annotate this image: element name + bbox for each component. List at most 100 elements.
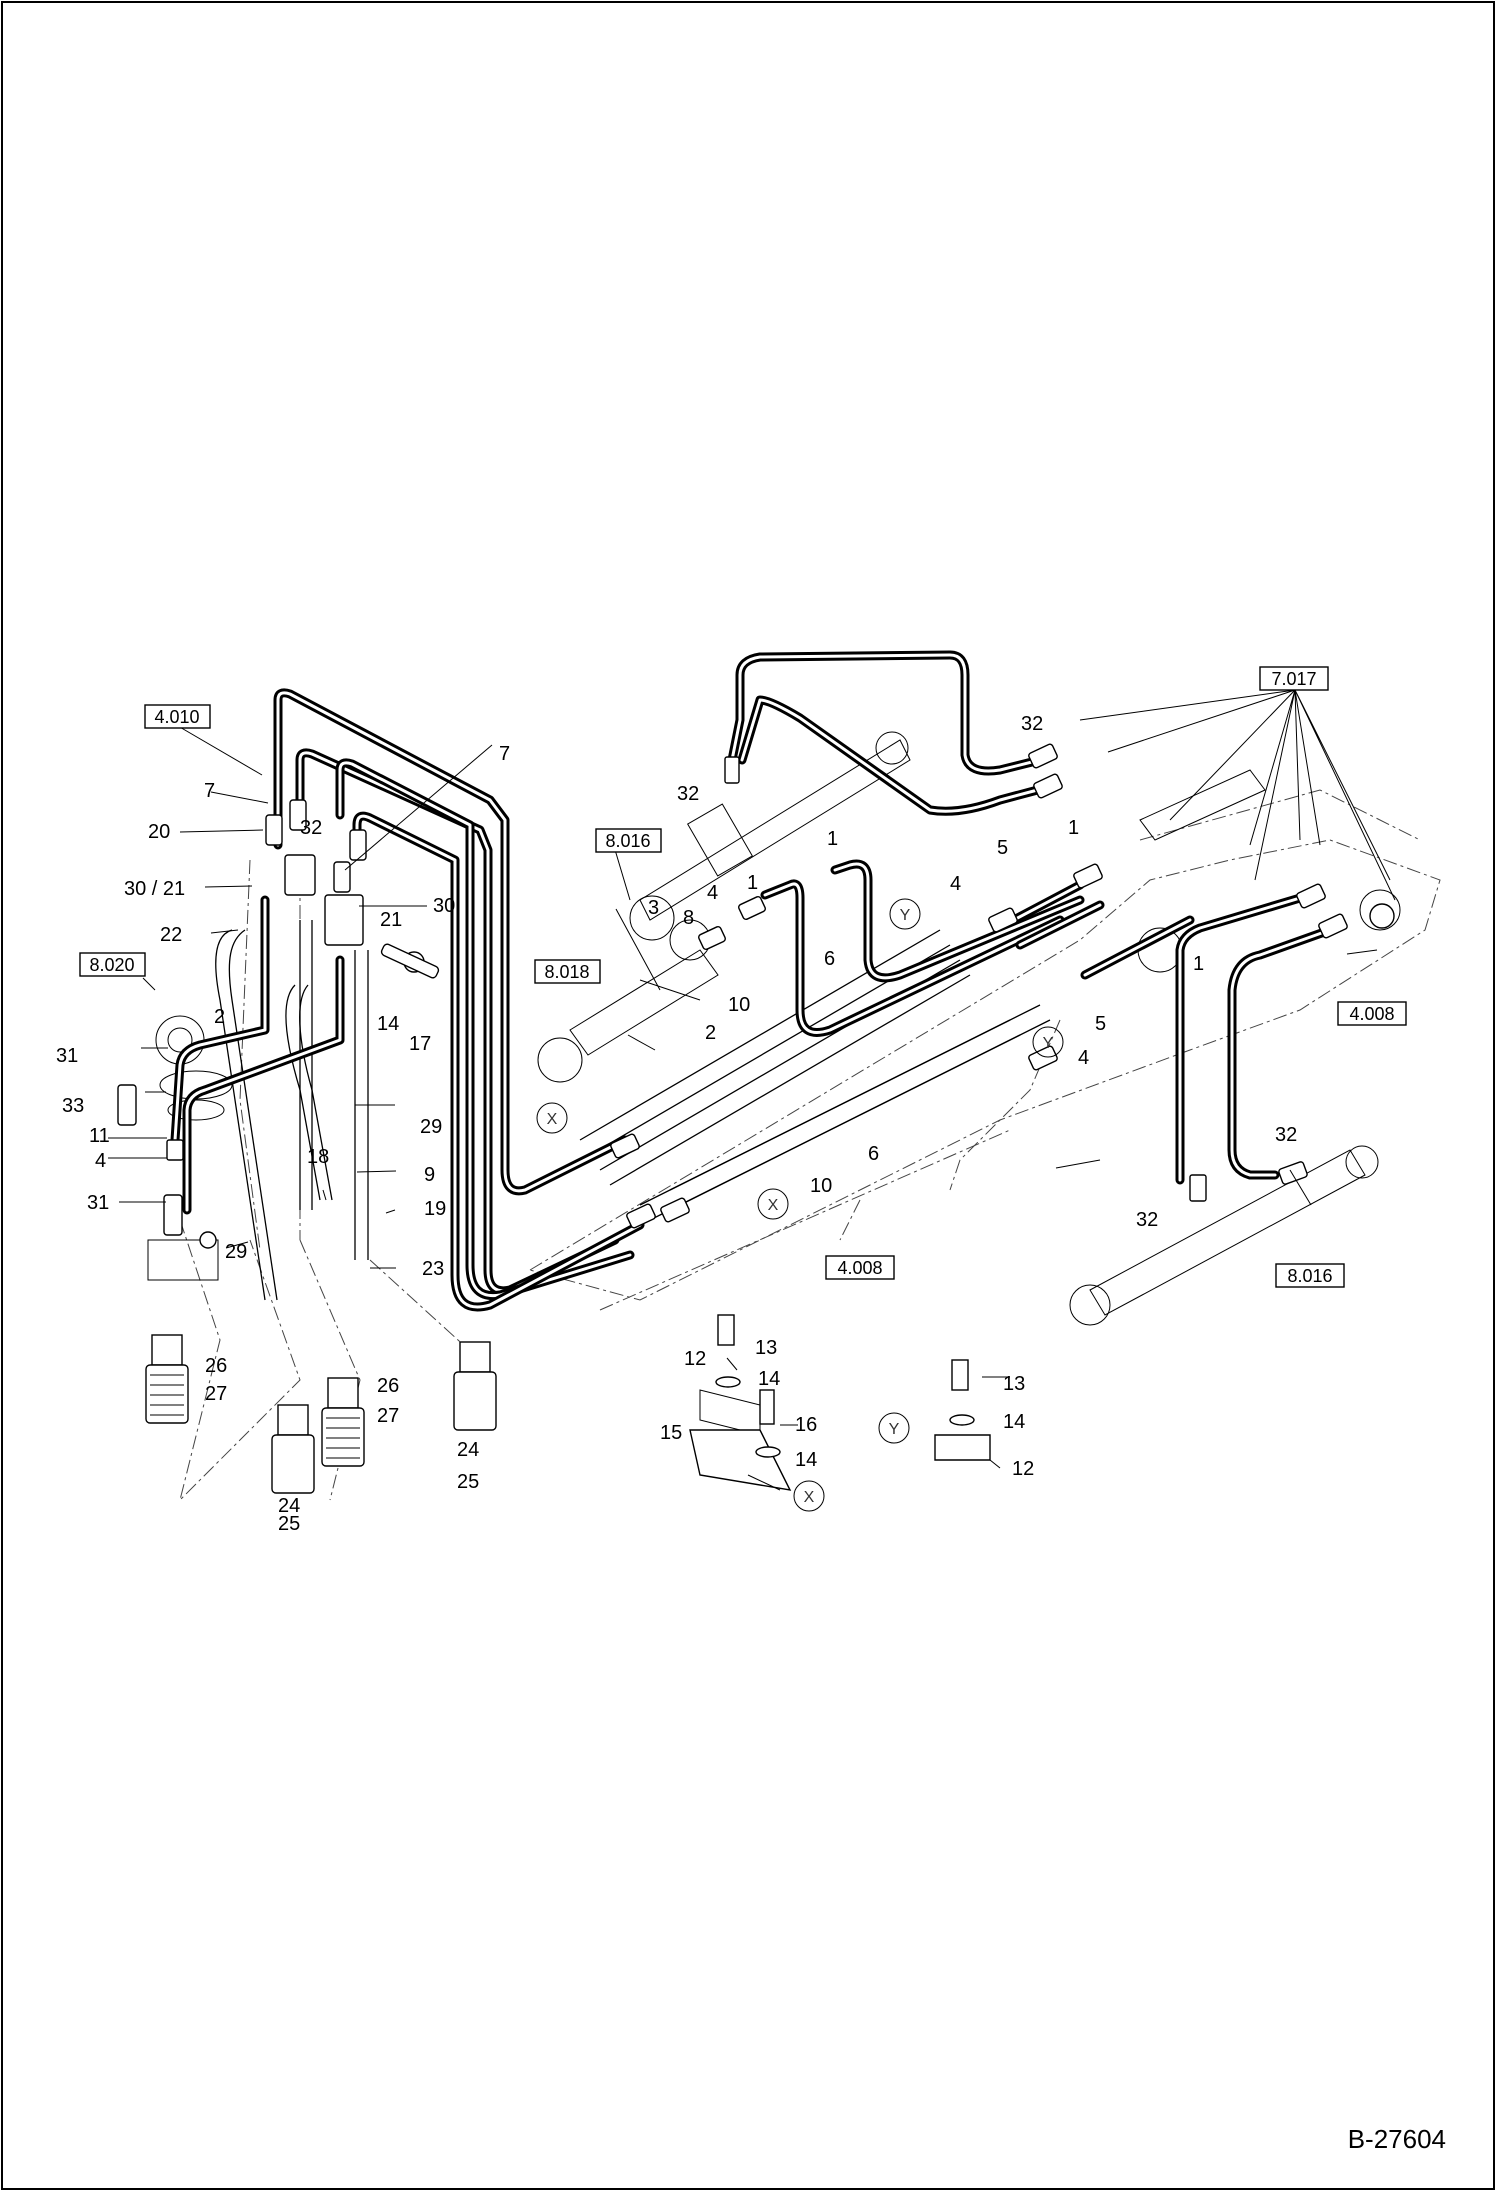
clamp-y	[934, 1359, 991, 1461]
callout: 14	[758, 1368, 780, 1390]
callout: 10	[810, 1175, 832, 1197]
coupling-4	[453, 1341, 497, 1431]
callout: 14	[1003, 1411, 1025, 1433]
cylinder-right-upper	[1137, 769, 1401, 973]
leader-lines	[108, 689, 1396, 1491]
callout: 23	[422, 1258, 444, 1280]
marker-y-1: Y	[900, 907, 911, 924]
ref-box-4010: 4.010	[144, 704, 211, 729]
ref-8018-text: 8.018	[544, 962, 589, 982]
hose-long-4	[352, 811, 645, 1312]
callout: 7	[499, 743, 510, 765]
cylinder-mid	[537, 919, 719, 1083]
ref-box-8016-top: 8.016	[595, 828, 662, 853]
callout: 25	[457, 1471, 479, 1493]
callout: 4	[950, 873, 961, 895]
callout: 8	[683, 907, 694, 929]
callout: 7	[204, 780, 215, 802]
callout: 4	[707, 882, 718, 904]
ref-box-4008-lower: 4.008	[825, 1255, 895, 1280]
clamp-x	[689, 1314, 792, 1491]
ref-box-8020: 8.020	[79, 952, 146, 977]
callout: 13	[755, 1337, 777, 1359]
marker-x-2: X	[768, 1197, 779, 1214]
callout: 24	[278, 1495, 300, 1517]
callout: 1	[1068, 817, 1079, 839]
callout: 22	[160, 924, 182, 946]
callout: 5	[1095, 1013, 1106, 1035]
marker-x-3: X	[804, 1489, 815, 1506]
ref-7017-text: 7.017	[1271, 669, 1316, 689]
hose-long-loop	[273, 688, 630, 1196]
callout: 1	[1193, 953, 1204, 975]
ref-8016-top-text: 8.016	[605, 831, 650, 851]
callout: 33	[62, 1095, 84, 1117]
callout: 9	[424, 1164, 435, 1186]
marker-y-2: Y	[1043, 1035, 1054, 1052]
callout: 18	[307, 1146, 329, 1168]
coupling-3	[321, 1377, 365, 1467]
hose-top-loop	[725, 650, 1050, 816]
callout: 17	[409, 1033, 431, 1055]
ref-8016-lower-text: 8.016	[1287, 1266, 1332, 1286]
callout: 32	[677, 783, 699, 805]
callout: 32	[1021, 713, 1043, 735]
callout: 26	[377, 1375, 399, 1397]
ref-box-4008-right: 4.008	[1337, 1001, 1407, 1026]
coupling-1	[145, 1334, 189, 1424]
callout: 2	[705, 1022, 716, 1044]
ref-8020-text: 8.020	[89, 955, 134, 975]
ref-4008-lower-text: 4.008	[837, 1258, 882, 1278]
callout: 16	[795, 1414, 817, 1436]
cylinder-bottom-right	[1069, 1145, 1379, 1326]
arm-outline	[179, 789, 1441, 1502]
drawing-code: B-27604	[1347, 2124, 1446, 2154]
callout: 6	[824, 948, 835, 970]
callout: 15	[660, 1422, 682, 1444]
callout: 21	[380, 909, 402, 931]
coupling-2	[271, 1404, 315, 1494]
callout: 5	[997, 837, 1008, 859]
callout: 32	[1136, 1209, 1158, 1231]
callout: 11	[89, 1125, 110, 1147]
callout: 32	[1275, 1124, 1297, 1146]
callout: 4	[95, 1150, 106, 1172]
callout: 29	[420, 1116, 442, 1138]
ref-4008-right-text: 4.008	[1349, 1004, 1394, 1024]
callout: 29	[225, 1241, 247, 1263]
ref-4010-text: 4.010	[154, 707, 199, 727]
ref-box-8016-lower: 8.016	[1275, 1263, 1345, 1288]
callout: 31	[87, 1192, 109, 1214]
callout: 3	[648, 897, 659, 919]
callout: 13	[1003, 1373, 1025, 1395]
callout: 1	[827, 828, 838, 850]
callout: 24	[457, 1439, 479, 1461]
callout: 30 / 21	[124, 878, 185, 900]
callout: 26	[205, 1355, 227, 1377]
callout: 20	[148, 821, 170, 843]
ref-box-7017: 7.017	[1259, 666, 1329, 691]
callout: 14	[377, 1013, 399, 1035]
callout: 19	[424, 1198, 446, 1220]
callout: 27	[205, 1383, 227, 1405]
hose-middle-s	[760, 859, 1085, 1037]
callout: 30	[433, 895, 455, 917]
marker-y-3: Y	[889, 1421, 900, 1438]
fittings	[117, 743, 1395, 1249]
callout: 10	[728, 994, 750, 1016]
callout: 4	[1078, 1047, 1089, 1069]
callout: 6	[868, 1143, 879, 1165]
callout: 31	[56, 1045, 78, 1067]
hose-long-3	[335, 758, 635, 1301]
hose-left-swivel	[170, 895, 345, 1215]
callout: 12	[684, 1348, 706, 1370]
hose-right-upper	[1005, 880, 1195, 980]
section-markers: X X X Y Y Y	[536, 898, 1064, 1512]
callout: 12	[1012, 1458, 1034, 1480]
callout: 2	[214, 1006, 225, 1028]
callout: 25	[278, 1513, 300, 1535]
cylinder-top	[629, 731, 911, 941]
ref-box-8018: 8.018	[534, 959, 601, 984]
